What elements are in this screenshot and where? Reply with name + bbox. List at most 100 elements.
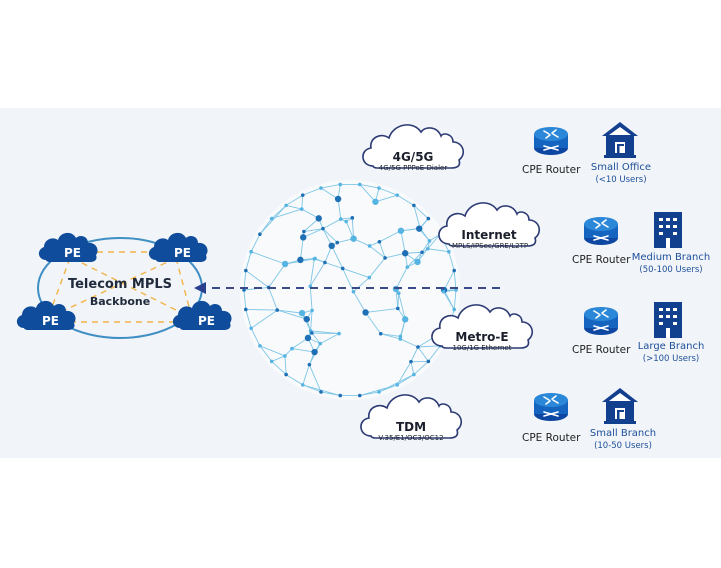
sphere-edge [250,309,278,329]
sphere-node [258,344,262,348]
cpe-router-label: CPE Router [572,344,631,356]
sphere-edge [417,346,429,362]
sphere-node [350,235,357,242]
office-tower-icon [654,302,682,338]
sphere-node [416,345,420,349]
sphere-edge [277,309,303,314]
sphere-node [426,216,431,221]
site-users: (>100 Users) [642,354,700,364]
site-small-office [533,122,638,158]
sphere-node [362,309,369,316]
sphere-edge [320,187,339,200]
sphere-node [242,288,246,292]
pe-node: PE [172,300,232,330]
sphere-edge [340,217,353,220]
access-cloud-subtitle: V.35/E1/OC3/OC12 [378,434,444,442]
cpe-router-label: CPE Router [522,432,581,444]
sphere-edge [448,251,455,271]
sphere-edge [309,262,326,287]
sphere-node [335,240,340,245]
pe-label: PE [198,314,215,328]
sphere-node [319,186,323,190]
sphere-edge [302,187,322,196]
sphere-node [328,242,335,250]
sphere-edge [245,270,269,288]
sphere-edge [397,194,415,206]
network-sphere [240,180,460,400]
access-cloud-title: 4G/5G [392,150,434,164]
sphere-glow [240,180,460,400]
site-name: Small Office [590,162,652,173]
sphere-node [351,289,356,294]
arrowhead-icon [194,282,206,294]
sphere-edge [453,289,457,310]
site-users: (10-50 Users) [594,441,652,451]
sphere-node [420,250,424,255]
sphere-edge [286,204,302,210]
sphere-node [425,246,430,251]
sphere-edge [410,361,415,375]
sphere-node [275,308,280,312]
router-icon [583,306,619,336]
sphere-edge [379,230,402,243]
sphere-edge [427,248,449,253]
sphere-node [367,244,372,248]
sphere-edge [303,218,320,232]
sphere-edge [301,208,319,219]
access-cloud-subtitle: 4G/5G PPPoE Dialer [378,164,448,172]
uplink-arrow [194,282,500,294]
access-cloud-title: Internet [461,228,517,242]
sphere-node [427,239,432,243]
sphere-node [338,182,343,187]
site-name: Large Branch [637,341,705,352]
sphere-edge [322,228,338,243]
sphere-node [377,390,381,394]
router-icon [533,126,569,156]
sphere-edge [302,384,341,396]
sphere-node [398,337,403,341]
sphere-edge [407,251,423,268]
sphere-node [401,250,409,257]
sphere-node [398,334,403,339]
sphere-node [302,229,306,234]
sphere-edge [320,333,340,345]
sphere-edge [396,361,412,386]
sphere-edge [245,309,278,311]
sphere-edge [359,384,398,396]
sphere-edge [309,286,313,311]
sphere-node [269,216,274,221]
sphere-edge [322,218,341,230]
sphere-edge [309,258,315,287]
pe-label: PE [42,314,59,328]
sphere-edge [378,374,415,393]
sphere-edge [353,277,370,293]
sphere-node [311,348,318,356]
sphere-node [299,207,304,211]
backbone-subtitle: Backbone [89,295,151,308]
sphere-edge [268,263,286,288]
sphere-node [310,331,314,335]
sphere-edge [322,228,333,247]
sphere-edge [308,364,322,393]
sphere-edge [310,310,313,331]
sphere-node [441,289,446,294]
sphere-node [395,193,400,197]
sphere-node [418,226,422,231]
sphere-edge [303,228,324,238]
sphere-edge [243,270,247,291]
pe-link [47,257,177,319]
router-icon [583,216,619,246]
sphere-node [377,186,381,190]
pe-node: PE [148,232,208,262]
pe-node: PE [16,300,76,330]
access-cloud-title: Metro-E [455,330,509,344]
sphere-edge [410,346,419,362]
sphere-node [281,260,289,268]
site-medium-branch [583,212,682,248]
sphere-node [344,219,348,224]
cpe-router-label: CPE Router [522,164,581,176]
sphere-node [300,383,305,387]
sphere-node [338,217,343,221]
sphere-edge [427,345,441,362]
